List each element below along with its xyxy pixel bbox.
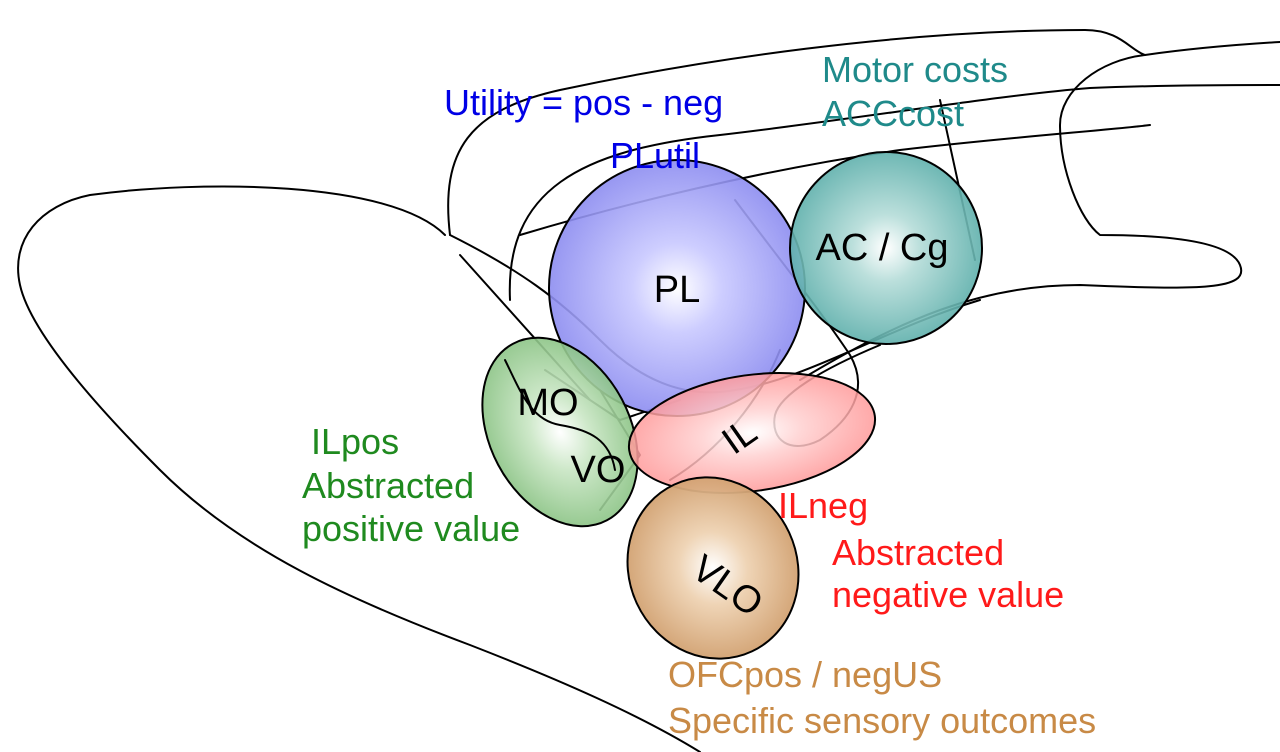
annotation-mo: ILpos Abstracted positive value [302,421,520,549]
region-il: IL [627,372,877,494]
annotation-mo-line2: Abstracted [302,465,474,506]
region-pl-label: PL [654,269,700,311]
region-il-shape [627,372,877,494]
region-vlo: VLO [626,476,800,660]
cortex-dorsal-contour [447,29,1280,236]
region-ac: AC / Cg [789,151,983,345]
region-mo-vo: MO VO [481,336,639,528]
region-ac-shape [789,151,983,345]
annotation-ac-line2: ACCcost [822,93,964,134]
brain-outer-contour [17,185,701,752]
annotation-vlo: OFCpos / negUS Specific sensory outcomes [668,654,1096,741]
annotation-pl-line2: PLutil [610,135,700,176]
annotation-il-line1: ILneg [778,485,868,526]
annotation-il-line3: negative value [832,574,1064,615]
olfactory-region-contour [799,54,1243,381]
annotation-ac: Motor costs ACCcost [822,49,1008,134]
annotation-pl-line1: Utility = pos - neg [444,82,723,123]
region-ac-label: AC / Cg [815,227,948,269]
region-vo-label: VO [571,449,626,491]
annotation-mo-line3: positive value [302,508,520,549]
region-vlo-shape [626,476,800,660]
annotation-vlo-line2: Specific sensory outcomes [668,700,1096,741]
annotation-ac-line1: Motor costs [822,49,1008,90]
annotation-vlo-line1: OFCpos / negUS [668,654,942,695]
region-mo-label: MO [517,382,578,424]
region-mo-vo-shape [481,336,639,528]
annotation-il: ILneg Abstracted negative value [778,485,1064,615]
annotation-il-line2: Abstracted [832,532,1004,573]
cortex-layer-contour [508,84,1280,301]
annotation-mo-line1: ILpos [311,421,399,462]
mo-vo-divider [504,359,616,471]
annotation-pl: Utility = pos - neg PLutil [444,82,723,176]
